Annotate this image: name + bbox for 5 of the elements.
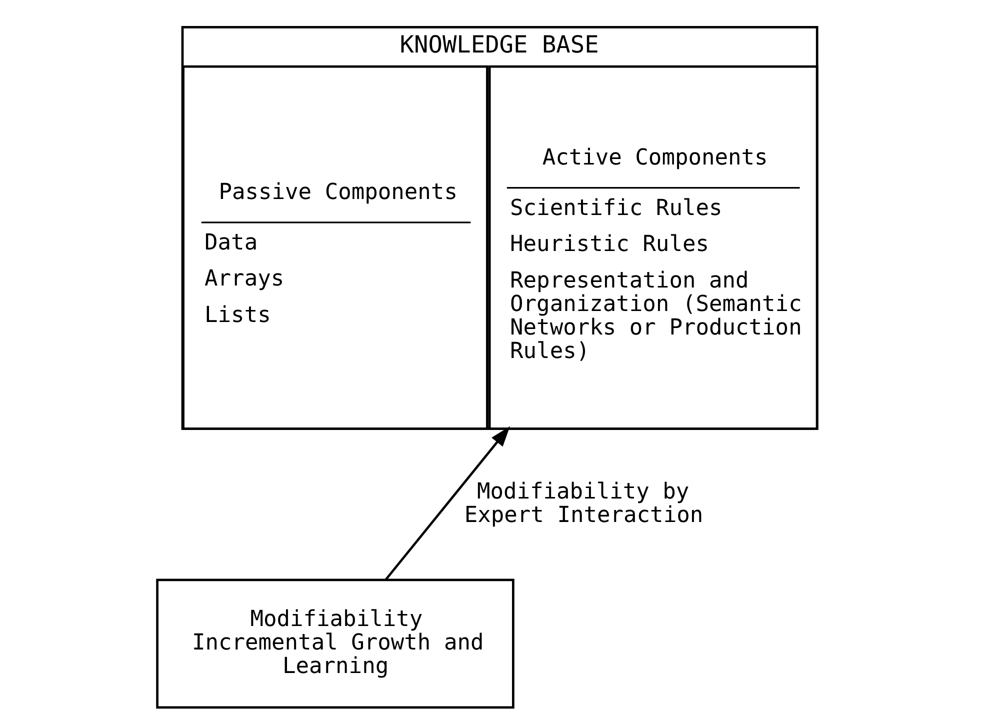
node-box: Modifiability Incremental Growth and Learning — [156, 578, 514, 709]
node-box: Passive Components Data Arrays Lists — [182, 65, 488, 430]
node-box: Active Components Scientific Rules Heuristic Rules Representation and Organization (Semantic Networks or Production Rules) — [488, 65, 818, 430]
arrow — [385, 426, 510, 580]
edge-label: Modifiability by Expert Interaction — [464, 479, 704, 528]
